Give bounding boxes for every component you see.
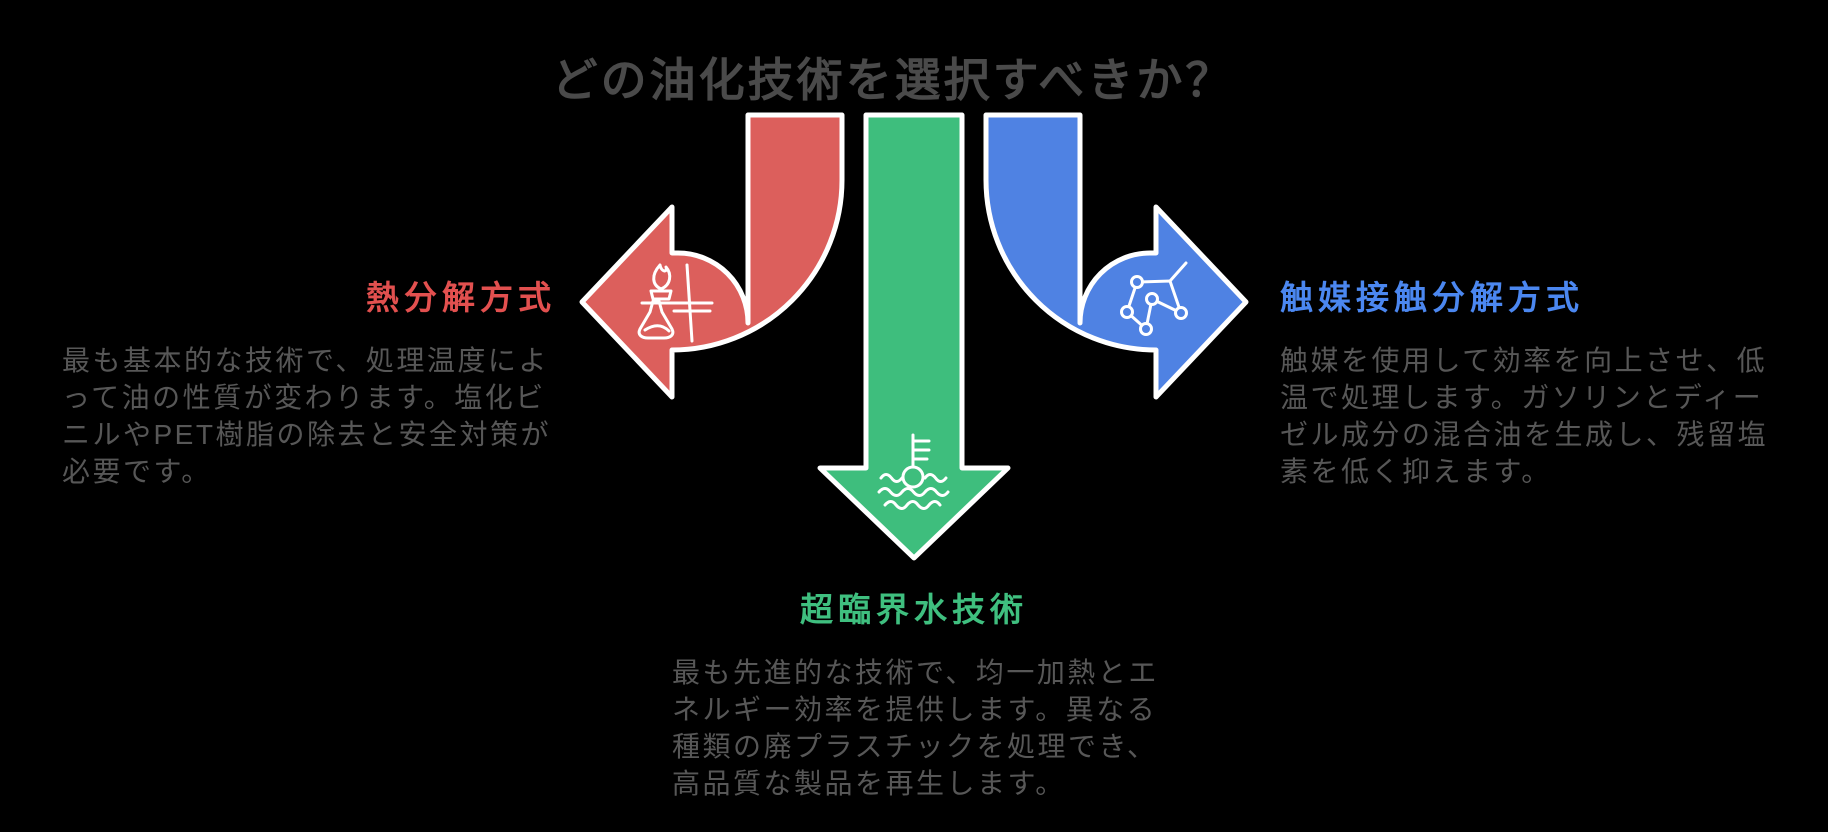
molecule-icon	[1120, 261, 1188, 336]
green-down-arrow	[817, 112, 1011, 561]
description-line: 温で処理します。ガソリンとディー	[1280, 382, 1764, 413]
method-label-pyrolysis: 熱分解方式	[366, 279, 556, 316]
description-line: 最も基本的な技術で、処理温度によ	[62, 345, 549, 376]
description-line: って油の性質が変わります。塩化ビ	[62, 382, 546, 413]
description-line: 必要です。	[62, 456, 212, 487]
red-curved-arrow	[579, 112, 845, 400]
description-line: 高品質な製品を再生します。	[672, 768, 1066, 799]
description-line: ニルやPET樹脂の除去と安全対策が	[62, 419, 551, 450]
description-line: ネルギー効率を提供します。異なる	[672, 694, 1158, 725]
description-line: ゼル成分の混合油を生成し、残留塩	[1280, 419, 1769, 450]
method-label-catalytic: 触媒接触分解方式	[1280, 279, 1584, 316]
description-line: 素を低く抑えます。	[1280, 456, 1552, 487]
method-description-pyrolysis: 最も基本的な技術で、処理温度によ って油の性質が変わります。塩化ビ ニルやPET…	[62, 342, 551, 490]
description-line: 最も先進的な技術で、均一加熱とエ	[672, 657, 1159, 688]
method-description-supercritical: 最も先進的な技術で、均一加熱とエ ネルギー効率を提供します。異なる 種類の廃プラ…	[672, 654, 1159, 802]
method-label-supercritical: 超臨界水技術	[800, 591, 1028, 628]
method-description-catalytic: 触媒を使用して効率を向上させ、低 温で処理します。ガソリンとディー ゼル成分の混…	[1280, 342, 1768, 490]
page-title: どの油化技術を選択すべきか？	[551, 53, 1235, 106]
description-line: 触媒を使用して効率を向上させ、低	[1280, 345, 1768, 376]
burner-flask-icon	[637, 263, 714, 343]
description-line: 種類の廃プラスチックを処理でき、	[672, 731, 1158, 762]
blue-curved-arrow	[983, 112, 1249, 400]
thermometer-water-icon	[877, 433, 950, 510]
